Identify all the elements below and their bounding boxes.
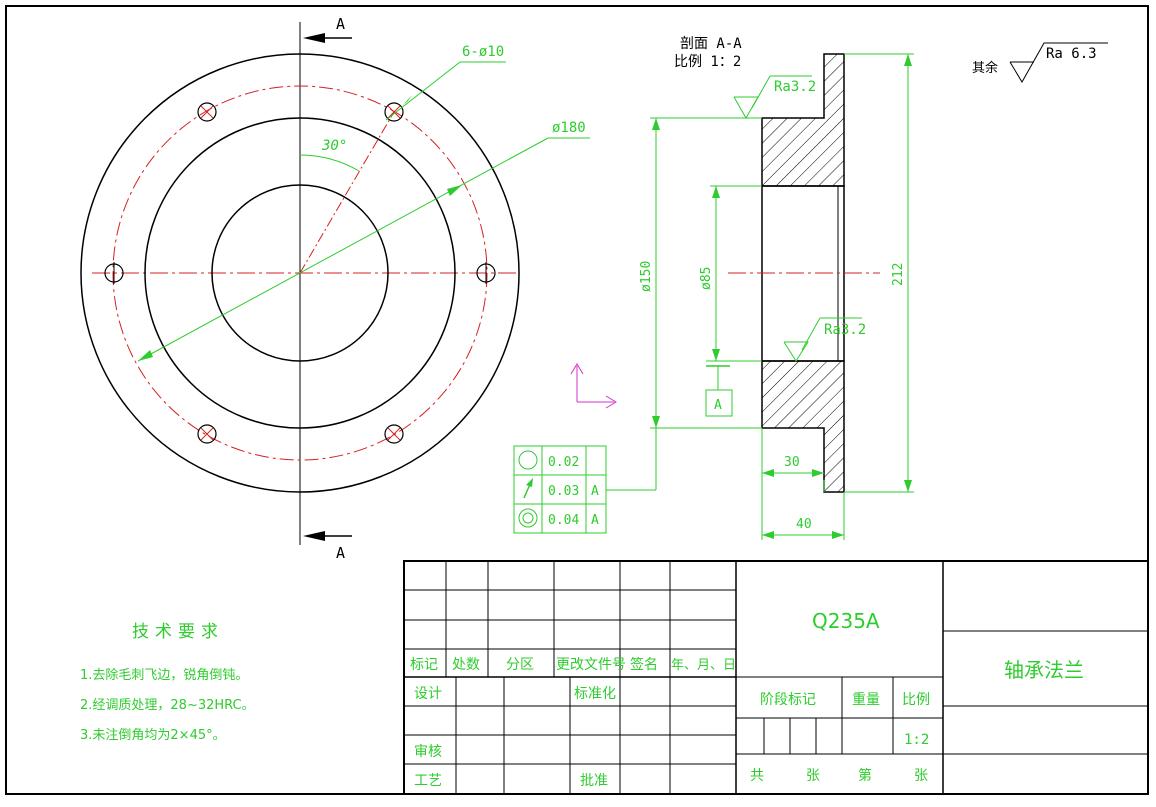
ra-top: Ra3.2 (774, 79, 816, 95)
dim-212: 212 (891, 263, 906, 286)
rev-header: 标记 (410, 657, 438, 673)
bolt-hole (476, 262, 496, 284)
concentric-icon (518, 508, 538, 528)
bolt-hole (384, 424, 404, 444)
review-label: 审核 (414, 744, 442, 760)
ra-bore: Ra3.2 (824, 322, 866, 338)
rev-header: 更改文件号 (556, 657, 626, 673)
datum-label: A (714, 398, 722, 413)
circle-icon (518, 450, 538, 470)
datum-box (705, 389, 733, 417)
rev-header: 分区 (506, 657, 534, 673)
tech-title: 技术要求 (132, 622, 224, 642)
tol-datum: A (591, 484, 599, 499)
section-scale: 比例 1：2 (674, 54, 741, 70)
outer-circle (80, 53, 520, 493)
approve-label: 批准 (580, 773, 608, 789)
weight-label: 重量 (852, 692, 880, 708)
tech-item: 1.去除毛刺飞边，锐角倒钝。 (80, 668, 248, 683)
sheets-label: 张 (914, 768, 928, 784)
rev-header: 处数 (452, 657, 480, 673)
bolt-hole (197, 424, 217, 444)
title-block (403, 560, 1149, 795)
design-label: 设计 (414, 686, 442, 702)
standardize-label: 标准化 (574, 686, 616, 702)
roughness-value: Ra 6.3 (1046, 46, 1097, 62)
tech-item: 2.经调质处理，28~32HRC。 (80, 698, 255, 713)
section-label-top: A (336, 15, 345, 33)
sheets-label: 张 (806, 768, 820, 784)
section-arrow-icon (303, 33, 325, 43)
material: Q235A (812, 609, 880, 633)
section-hatch-top (761, 53, 845, 187)
dim-30: 30 (784, 455, 800, 470)
runout-arrow-icon (523, 478, 533, 499)
bore-circle (211, 184, 389, 362)
tol-value: 0.03 (548, 484, 579, 499)
roughness-prefix: 其余 (972, 60, 998, 76)
section-view: 剖面 A-A 比例 1：2 Ra3.2 Ra3.2 ø150 (570, 36, 914, 540)
pcd-note: ø180 (552, 120, 586, 136)
part-name: 轴承法兰 (1004, 658, 1084, 682)
tolerance-frame: 0.02 0.03 0.04 A A (513, 445, 656, 534)
bolt-hole (197, 102, 217, 122)
pitch-circle (112, 85, 488, 461)
section-arrow-icon (303, 531, 325, 541)
radial-centerline (299, 111, 395, 274)
bolt-hole (104, 262, 124, 284)
dim-85: ø85 (699, 267, 714, 290)
sheets-label: 共 (750, 768, 764, 784)
hub-circle (144, 117, 456, 429)
tol-value: 0.04 (548, 513, 579, 528)
section-label-bottom: A (336, 544, 345, 562)
scale-label: 比例 (902, 692, 930, 708)
angle-arc (299, 154, 360, 172)
holes-leader (385, 61, 461, 121)
tech-requirements: 技术要求 1.去除毛刺飞边，锐角倒钝。 2.经调质处理，28~32HRC。 3.… (80, 622, 255, 743)
stage-mark-label: 阶段标记 (760, 692, 816, 708)
section-hatch-bottom (761, 360, 845, 493)
holes-note: 6-ø10 (462, 44, 504, 60)
section-title: 剖面 A-A (680, 36, 742, 52)
title-block-text: Q235A 轴承法兰 标记 处数 分区 更改文件号 签名 年、月、日 设计 标准… (410, 609, 1084, 789)
pcd-dimension-line (137, 137, 549, 362)
ucs-axis-icon (570, 363, 617, 409)
dim-40: 40 (796, 517, 812, 532)
roughness-icon (783, 341, 809, 362)
roughness-note: 其余 Ra 6.3 (972, 42, 1108, 83)
scale-value: 1:2 (904, 732, 929, 748)
rev-header: 签名 (630, 656, 658, 673)
tech-item: 3.未注倒角均为2×45°。 (80, 728, 226, 743)
tol-datum: A (591, 513, 599, 528)
front-view: A A 6-ø10 ø180 30° (80, 15, 590, 562)
rev-header: 年、月、日 (671, 658, 736, 673)
tol-value: 0.02 (548, 455, 579, 470)
angle-note: 30° (321, 138, 347, 154)
sheets-label: 第 (858, 767, 872, 784)
process-label: 工艺 (414, 773, 442, 789)
dim-150: ø150 (639, 261, 654, 292)
roughness-icon (733, 96, 759, 120)
